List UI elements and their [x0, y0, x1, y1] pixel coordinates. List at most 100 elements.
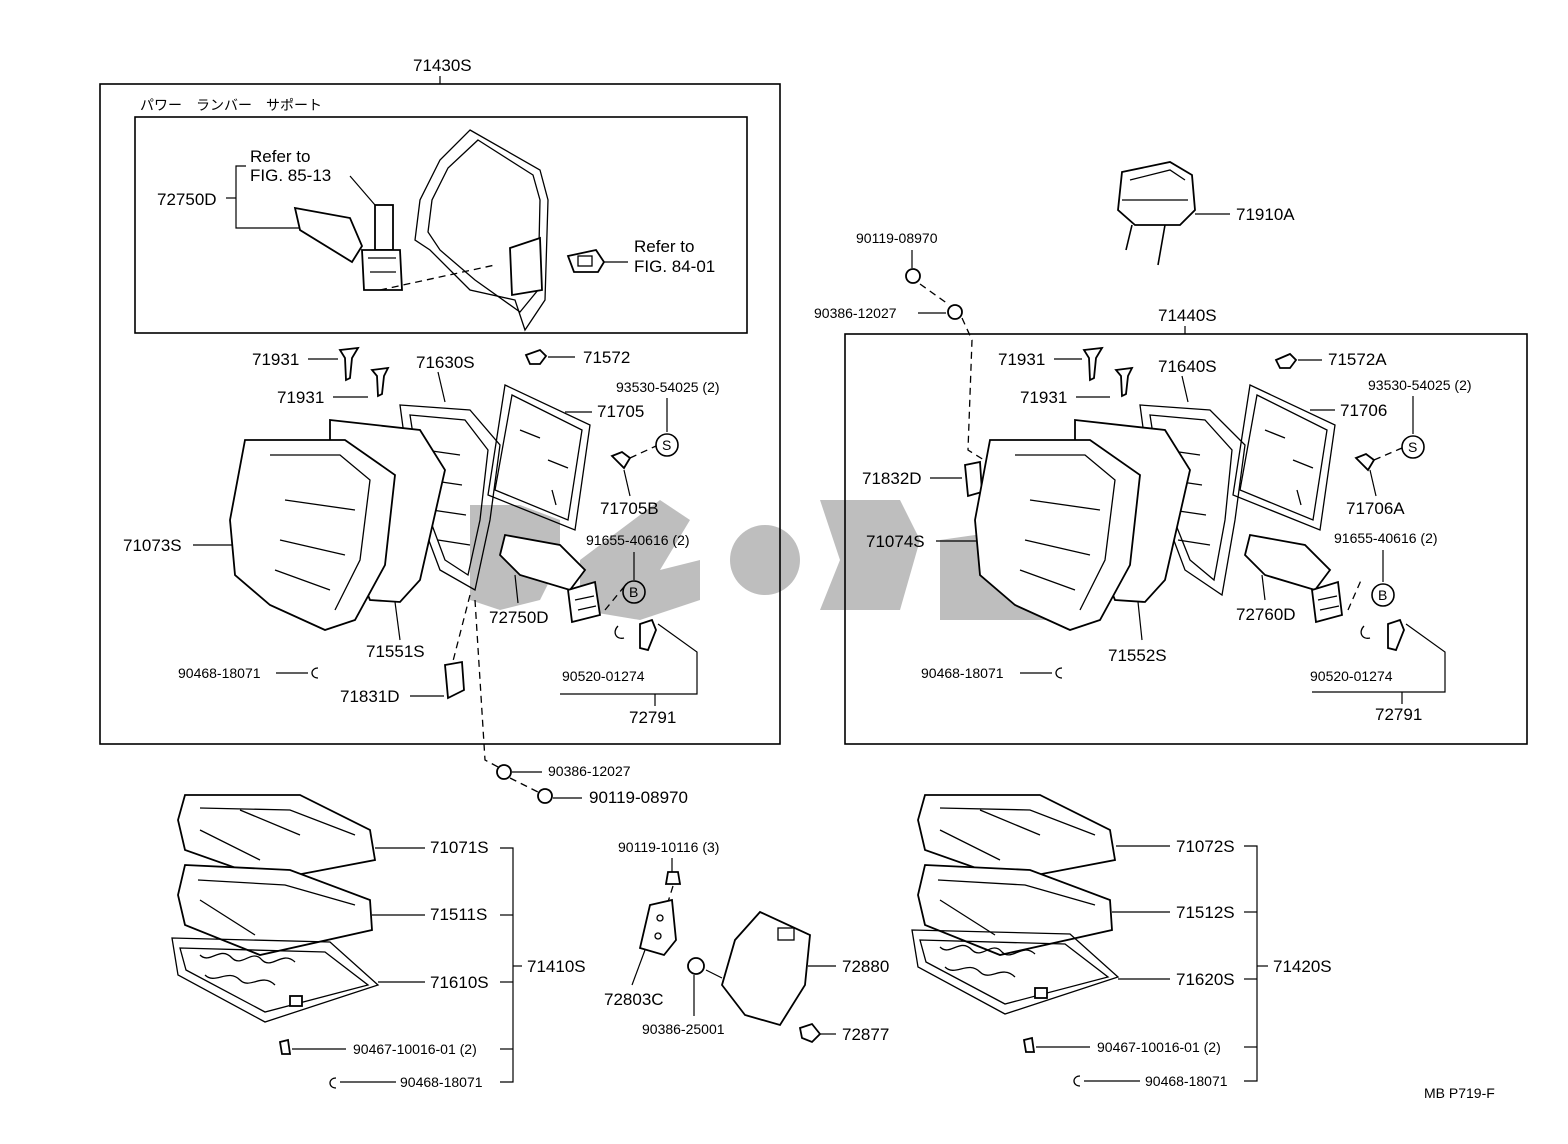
label-90468-left-upper: 90468-18071 [178, 665, 261, 681]
label-71640s: 71640S [1158, 357, 1217, 376]
label-72750d-b: 72750D [489, 608, 549, 627]
label-72877: 72877 [842, 1025, 889, 1044]
hook-71931-right-a [1082, 346, 1104, 382]
seatback-cover-71073s [229, 439, 396, 631]
clip-72877 [798, 1022, 822, 1044]
nut-90386-25001 [687, 957, 705, 975]
label-71705: 71705 [597, 402, 644, 421]
bolt-90119-10116 [664, 871, 682, 885]
label-72791-left: 72791 [629, 708, 676, 727]
headrest-guide-71832d [964, 460, 983, 498]
label-90467-left: 90467-10016-01 (2) [353, 1041, 477, 1057]
refer-to-text-2: Refer to [634, 237, 694, 256]
label-90119-right: 90119-08970 [856, 230, 938, 246]
label-91655-left: 91655-40616 (2) [586, 532, 690, 548]
symbol-s-left: S [662, 437, 671, 453]
label-71074s: 71074S [866, 532, 925, 551]
hook-71931-a [338, 346, 360, 382]
lever-knob-left [639, 618, 657, 652]
label-71511s: 71511S [430, 905, 487, 924]
refer-fig-85-13: FIG. 85-13 [250, 166, 331, 185]
label-90386-left: 90386-12027 [548, 763, 631, 779]
label-71072s: 71072S [1176, 837, 1235, 856]
label-71620s: 71620S [1176, 970, 1235, 989]
label-90386-25001: 90386-25001 [642, 1021, 725, 1037]
label-71420s: 71420S [1273, 957, 1332, 976]
label-71610s: 71610S [430, 973, 489, 992]
board-71706 [1232, 384, 1336, 531]
label-72760d: 72760D [1236, 605, 1296, 624]
clip-71705b [610, 450, 632, 470]
headrest-guide-71831d [444, 660, 465, 700]
lumbar-support-frame [134, 116, 748, 334]
label-71931-b: 71931 [277, 388, 324, 407]
drawing-code: MB P719-F [1424, 1085, 1495, 1101]
lumbar-frame-part [414, 129, 549, 332]
label-93530-left: 93530-54025 (2) [616, 379, 720, 395]
seat-cushion-pad-71511s [177, 864, 373, 956]
label-71832d: 71832D [862, 469, 922, 488]
bolt-90119-left [537, 788, 553, 804]
hook-71931-b [370, 366, 390, 398]
bracket-72803c [638, 898, 677, 957]
cover-72880 [721, 910, 811, 1027]
seat-frame-71610s [171, 937, 380, 1023]
spring-90520-left [614, 625, 625, 639]
clip-71572a [1274, 352, 1298, 369]
label-71551s: 71551S [366, 642, 425, 661]
label-71071s: 71071S [430, 838, 489, 857]
seat-cushion-pad-71512s [917, 864, 1113, 956]
clip-90468-left-lower [329, 1077, 337, 1089]
clip-90468-left-upper [311, 667, 319, 679]
label-93530-right: 93530-54025 (2) [1368, 377, 1472, 393]
seatback-cover-71074s [974, 439, 1141, 631]
label-90386-right: 90386-12027 [814, 305, 897, 321]
label-71572: 71572 [583, 348, 630, 367]
lumbar-motor-part [293, 204, 403, 291]
recliner-bracket-right [1311, 580, 1343, 624]
label-72880: 72880 [842, 957, 889, 976]
label-71630s: 71630S [416, 353, 475, 372]
label-71410s: 71410S [527, 957, 586, 976]
label-71552s: 71552S [1108, 646, 1167, 665]
label-71706a: 71706A [1346, 499, 1405, 518]
label-71430s: 71430S [413, 56, 472, 75]
board-71705 [487, 384, 591, 531]
lumbar-support-title: パワー ランバー サポート [140, 97, 322, 113]
label-71931-right-a: 71931 [998, 350, 1045, 369]
bolt-90467-right [1022, 1036, 1036, 1053]
clip-71706a [1354, 452, 1376, 472]
symbol-b-left: B [629, 584, 638, 600]
label-90520-right: 90520-01274 [1310, 668, 1393, 684]
label-71931-right-b: 71931 [1020, 388, 1067, 407]
label-90468-left-lower: 90468-18071 [400, 1074, 483, 1090]
symbol-s-right: S [1408, 439, 1417, 455]
label-71931-a: 71931 [252, 350, 299, 369]
label-71572a: 71572A [1328, 350, 1387, 369]
lever-knob-right [1387, 618, 1405, 652]
nut-90386-left [496, 764, 512, 780]
refer-to-text-1: Refer to [250, 147, 310, 166]
headrest-71910a [1117, 161, 1196, 266]
label-71705b: 71705B [600, 499, 659, 518]
label-90119-10116: 90119-10116 (3) [618, 839, 719, 855]
label-91655-right: 91655-40616 (2) [1334, 530, 1438, 546]
label-71910a: 71910A [1236, 205, 1295, 224]
label-72791-right: 72791 [1375, 705, 1422, 724]
label-90467-right: 90467-10016-01 (2) [1097, 1039, 1221, 1055]
label-90468-right-lower: 90468-18071 [1145, 1073, 1228, 1089]
spring-90520-right [1360, 625, 1371, 639]
refer-fig-84-01: FIG. 84-01 [634, 257, 715, 276]
label-71706: 71706 [1340, 401, 1387, 420]
switch-part [566, 248, 606, 273]
label-71831d: 71831D [340, 687, 400, 706]
label-71073s: 71073S [123, 536, 182, 555]
bolt-90467-left [278, 1038, 292, 1055]
clip-71572 [524, 348, 548, 365]
clip-90468-right-upper [1055, 667, 1063, 679]
seat-cushion-cover-71071s [177, 794, 377, 881]
label-90119-left: 90119-08970 [589, 788, 688, 807]
label-72803c: 72803C [604, 990, 664, 1009]
nut-90386-right [947, 304, 963, 320]
